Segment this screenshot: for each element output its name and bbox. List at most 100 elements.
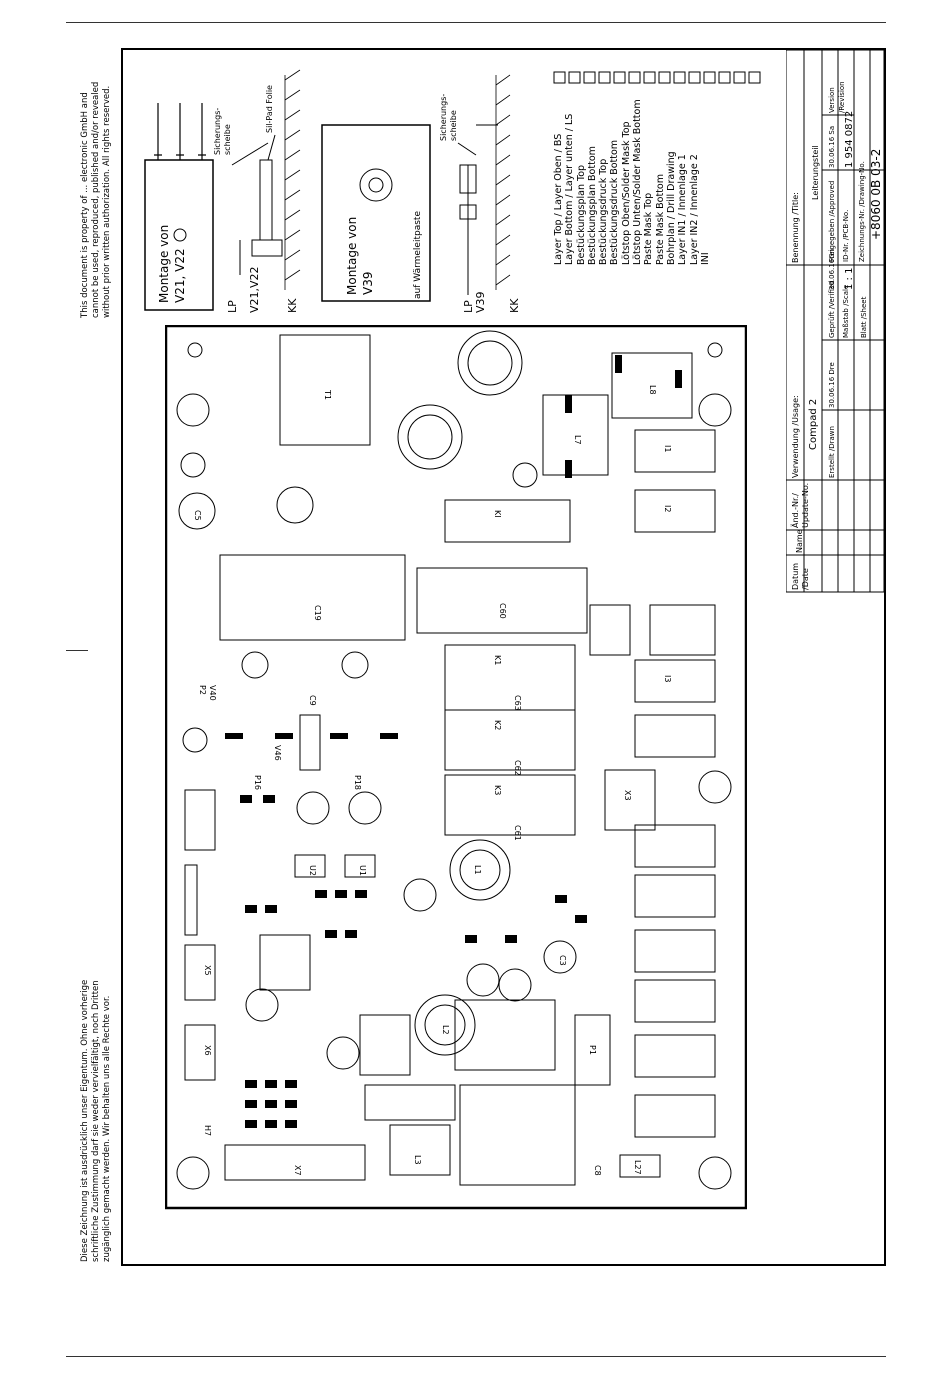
title-massstab: Maßstab /Scale xyxy=(842,285,850,338)
v39-mount-label-1: Montage von xyxy=(345,217,359,295)
bottom-rule xyxy=(66,1356,886,1357)
notice-de-line-2: schriftliche Zustimmung darf sie weder v… xyxy=(91,980,101,1262)
title-update: Update-No. xyxy=(801,483,810,528)
v39-sicherung-label: Sicherungs- xyxy=(439,94,448,141)
notice-de-line-3: zugänglich gemacht werden. Wir behalten … xyxy=(102,995,112,1262)
pcb-label-x7: X7 xyxy=(293,1165,302,1176)
top-rule xyxy=(66,22,886,23)
title-verwendung: Verwendung /Usage: xyxy=(791,395,800,478)
v21-lp-label: LP xyxy=(226,300,239,313)
pcb-label-c19: C19 xyxy=(313,605,322,621)
v21-sicherung-label-2: scheibe xyxy=(223,124,232,155)
pcb-label-l8: L8 xyxy=(648,385,657,395)
v21-kk-label: KK xyxy=(286,298,299,313)
mounting-diagram-v39: Montage von V39 auf Wärmeleitpaste Siche… xyxy=(321,74,521,313)
pcb-label-l1: L1 xyxy=(473,865,482,875)
layer-item: Layer Bottom / Layer unten / LS xyxy=(564,113,576,265)
v39-ring-outer xyxy=(359,168,393,202)
margin-tick xyxy=(66,650,88,651)
layer-item: Layer IN2 / Innenlage 2 xyxy=(688,154,700,265)
v21-leads xyxy=(154,103,206,160)
v39-paste-label: auf Wärmeleitpaste xyxy=(413,211,423,299)
v21-mount-label-1: Montage von xyxy=(157,225,171,303)
title-idnr: ID-Nr. /PCB-No. xyxy=(842,210,850,262)
pcb-label-x5: X5 xyxy=(203,965,212,976)
pcb-label-c9: C9 xyxy=(308,695,317,706)
drawing-frame xyxy=(121,48,886,1266)
title-zeichnung-value: +8060 0B 03-2 xyxy=(869,149,883,240)
pcb-label-c8: C8 xyxy=(593,1165,602,1176)
pcb-label-k2: K2 xyxy=(493,720,502,730)
pcb-label-l27: L27 xyxy=(633,1160,642,1175)
v21-hole xyxy=(173,228,187,242)
layer-item: Bohrplan / Drill Drawing xyxy=(665,151,677,265)
pcb-label-i1: I1 xyxy=(663,445,672,452)
title-idnr-value: 1 954 0872 xyxy=(844,111,855,168)
pcb-label-k3: K3 xyxy=(493,785,502,795)
v39-sicherung-label-2: scheibe xyxy=(449,110,458,141)
layer-item: Lötstop Unten/Solder Mask Bottom xyxy=(632,99,644,265)
title-blatt: Blatt /Sheet xyxy=(860,296,868,338)
title-erstellt-value: 30.06.16 Dre xyxy=(828,362,836,408)
title-benennung: Benennung /Title: xyxy=(791,192,800,263)
title-freigabe: Freigegeben /Approved xyxy=(828,181,836,262)
layer-item: Bestückungsplan Top xyxy=(575,164,587,265)
pcb-label-c63: C63 xyxy=(513,695,522,711)
layer-item: INI xyxy=(699,252,711,265)
notice-en-line-3: without prior written authorization. All… xyxy=(102,85,112,318)
pcb-label-c5: C5 xyxy=(193,510,202,521)
pcb-label-t1: T1 xyxy=(323,389,332,400)
pcb-label-c3: C3 xyxy=(558,955,567,966)
layer-item: Paste Mask Top xyxy=(643,192,655,265)
v39-plate xyxy=(321,124,431,302)
title-geprueft-value: 30.06.16Gn xyxy=(828,249,836,290)
notice-de-line-1: Diese Zeichnung ist ausdrücklich unser E… xyxy=(80,979,90,1262)
v39-kk-label: KK xyxy=(508,298,521,313)
pcb-label-i3: I3 xyxy=(663,675,672,682)
heatsink-hatch xyxy=(284,69,301,290)
mounting-diagram-v21: Montage von V21, V22 Sicherungs- scheibe… xyxy=(144,69,301,313)
pcb-label-x3: X3 xyxy=(623,790,632,801)
notice-en-line-2: cannot be used, reproduced, published an… xyxy=(91,81,101,318)
pcb-label-h7: H7 xyxy=(203,1125,212,1136)
copyright-notice-de: Diese Zeichnung ist ausdrücklich unser E… xyxy=(80,980,113,1262)
pcb-label-p18: P18 xyxy=(353,775,362,790)
title-freigabe-value: 30.06.16 Sa xyxy=(828,126,836,168)
layer-list: Layer Top / Layer Oben / BS Layer Bottom… xyxy=(553,99,711,265)
pcb-label-c61: C61 xyxy=(513,825,522,841)
pcb-component-labels: C19 C60 C61 C62 C63 T1 L7 L8 V40 V46 C9 … xyxy=(193,385,672,1176)
title-datum: Datum xyxy=(791,563,800,590)
title-geprueft: Geprüft /Verified xyxy=(828,280,836,338)
pcb-label-p1: P1 xyxy=(588,1045,597,1055)
title-block: Datum /Date Name Änd.-Nr./ Update-No. Ve… xyxy=(786,50,885,593)
v39-mount-label-2: V39 xyxy=(361,272,375,295)
pcb-label-c60: C60 xyxy=(498,603,507,619)
v21-side-view xyxy=(231,134,283,275)
v21-mount-label-2: V21, V22 xyxy=(173,248,187,303)
pcb-label-p16: P16 xyxy=(253,775,262,790)
pcb-label-x6: X6 xyxy=(203,1045,212,1056)
large-blocks xyxy=(184,334,693,1186)
connector-strips xyxy=(589,429,716,1138)
pcb-label-l2: L2 xyxy=(441,1025,450,1035)
pcb-label-ki: KI xyxy=(493,510,502,518)
v39-part-label: V39 xyxy=(474,291,487,313)
v39-side-view xyxy=(457,124,498,295)
copyright-notice-en: This document is property of ... electro… xyxy=(80,82,113,318)
title-erstellt: Erstellt /Drawn xyxy=(828,426,836,478)
pcb-label-l3: L3 xyxy=(413,1155,422,1165)
pcb-label-p2: P2 xyxy=(198,685,207,695)
layer-item: Layer IN1 / Innenlage 1 xyxy=(677,154,689,265)
v39-lp-label: LP xyxy=(462,300,475,313)
layer-item: Bestückungsdruck Bottom xyxy=(609,139,621,265)
layer-item: Bestückungsdruck Top xyxy=(598,158,610,265)
title-massstab-value: 1 : 1 xyxy=(844,268,855,290)
layer-item: Bestückungsplan Bottom xyxy=(586,146,598,265)
layer-checkboxes xyxy=(553,71,761,84)
pcb-label-l7: L7 xyxy=(573,435,582,445)
v21-housing xyxy=(144,159,214,311)
pcb-label-u2: U2 xyxy=(308,865,317,876)
title-aend: Änd.-Nr./ xyxy=(790,493,800,528)
title-name: Name xyxy=(795,529,804,553)
pcb-board: C19 C60 C61 C62 C63 T1 L7 L8 V40 V46 C9 … xyxy=(165,325,747,1210)
